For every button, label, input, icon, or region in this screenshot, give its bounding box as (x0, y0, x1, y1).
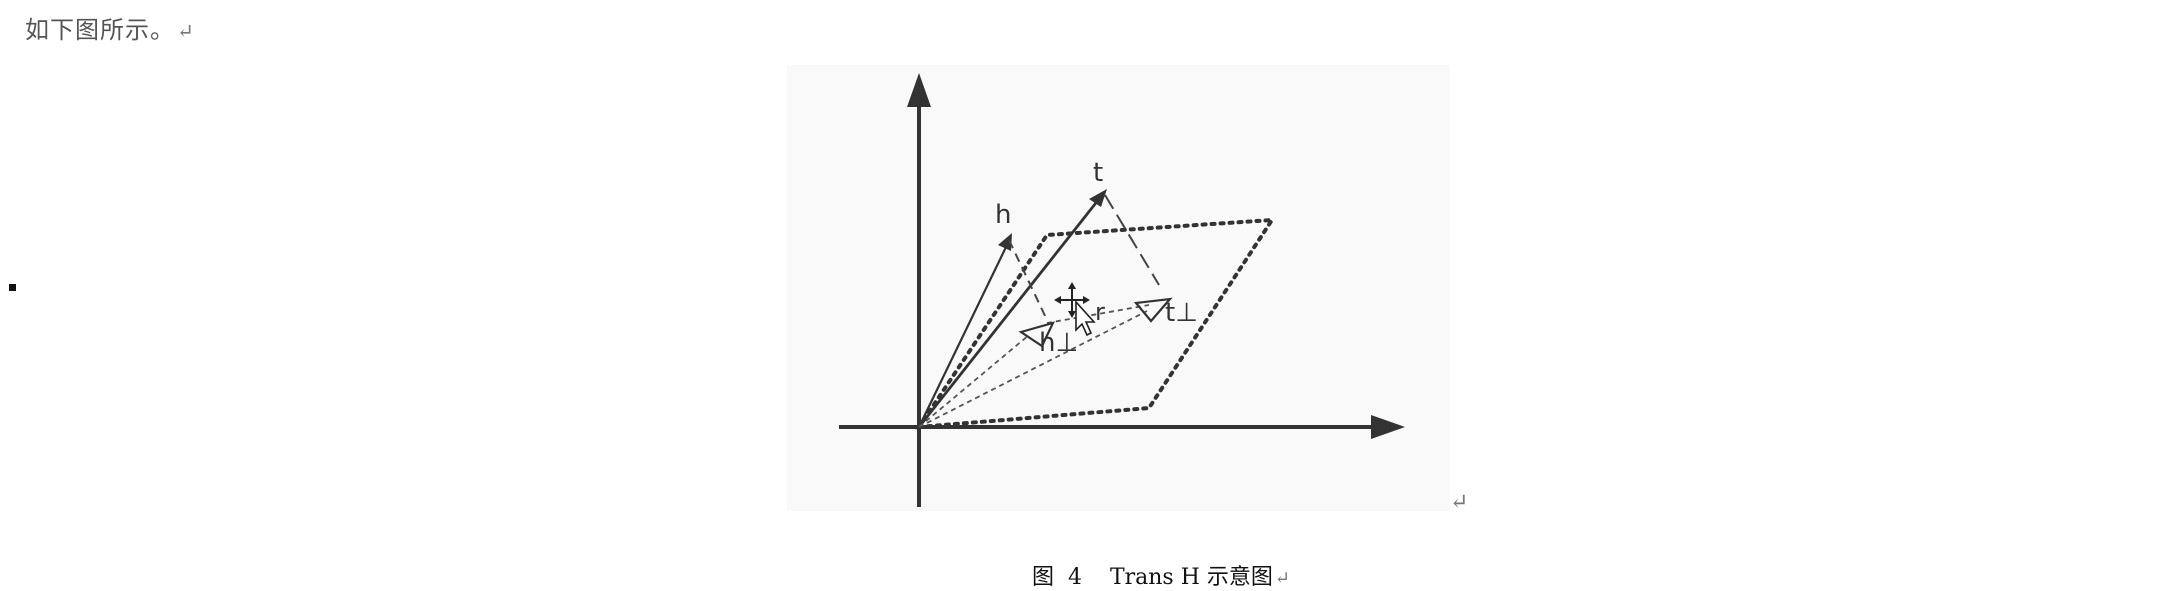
t-perp-label: t⊥ (1165, 298, 1198, 328)
transh-figure[interactable]: h t h⊥ t⊥ r (787, 65, 1450, 511)
h-perp-label: h⊥ (1039, 328, 1078, 358)
intro-text: 如下图所示。 (25, 16, 175, 44)
figure-return-mark: ↵ (1450, 490, 1469, 515)
t-vector-arrowhead (1089, 189, 1107, 207)
h-label: h (995, 200, 1011, 230)
paragraph-return-mark: ↵ (177, 19, 195, 43)
figure-caption: 图 4 Trans H 示意图↵ (1018, 534, 1290, 591)
t-projection-line (1104, 194, 1160, 286)
hyperplane (915, 217, 1276, 430)
t-perp-vector (918, 310, 1148, 428)
caption-return-mark: ↵ (1274, 568, 1290, 589)
intro-paragraph: 如下图所示。↵ (25, 10, 195, 45)
h-vector-arrowhead (998, 233, 1012, 251)
x-axis-arrowhead (1371, 415, 1405, 439)
y-axis-arrowhead (907, 73, 931, 107)
square-bullet-icon (9, 284, 16, 291)
t-label: t (1093, 158, 1103, 188)
r-label: r (1095, 298, 1105, 326)
caption-text: 图 4 Trans H 示意图 (1032, 565, 1273, 590)
h-perp-marker (1018, 321, 1056, 348)
h-vector (918, 244, 1008, 428)
t-perp-marker (1133, 297, 1173, 323)
move-cursor-icon (1054, 282, 1096, 337)
h-perp-vector (918, 334, 1030, 428)
t-vector (917, 198, 1101, 428)
transh-diagram: h t h⊥ t⊥ r (839, 73, 1405, 507)
